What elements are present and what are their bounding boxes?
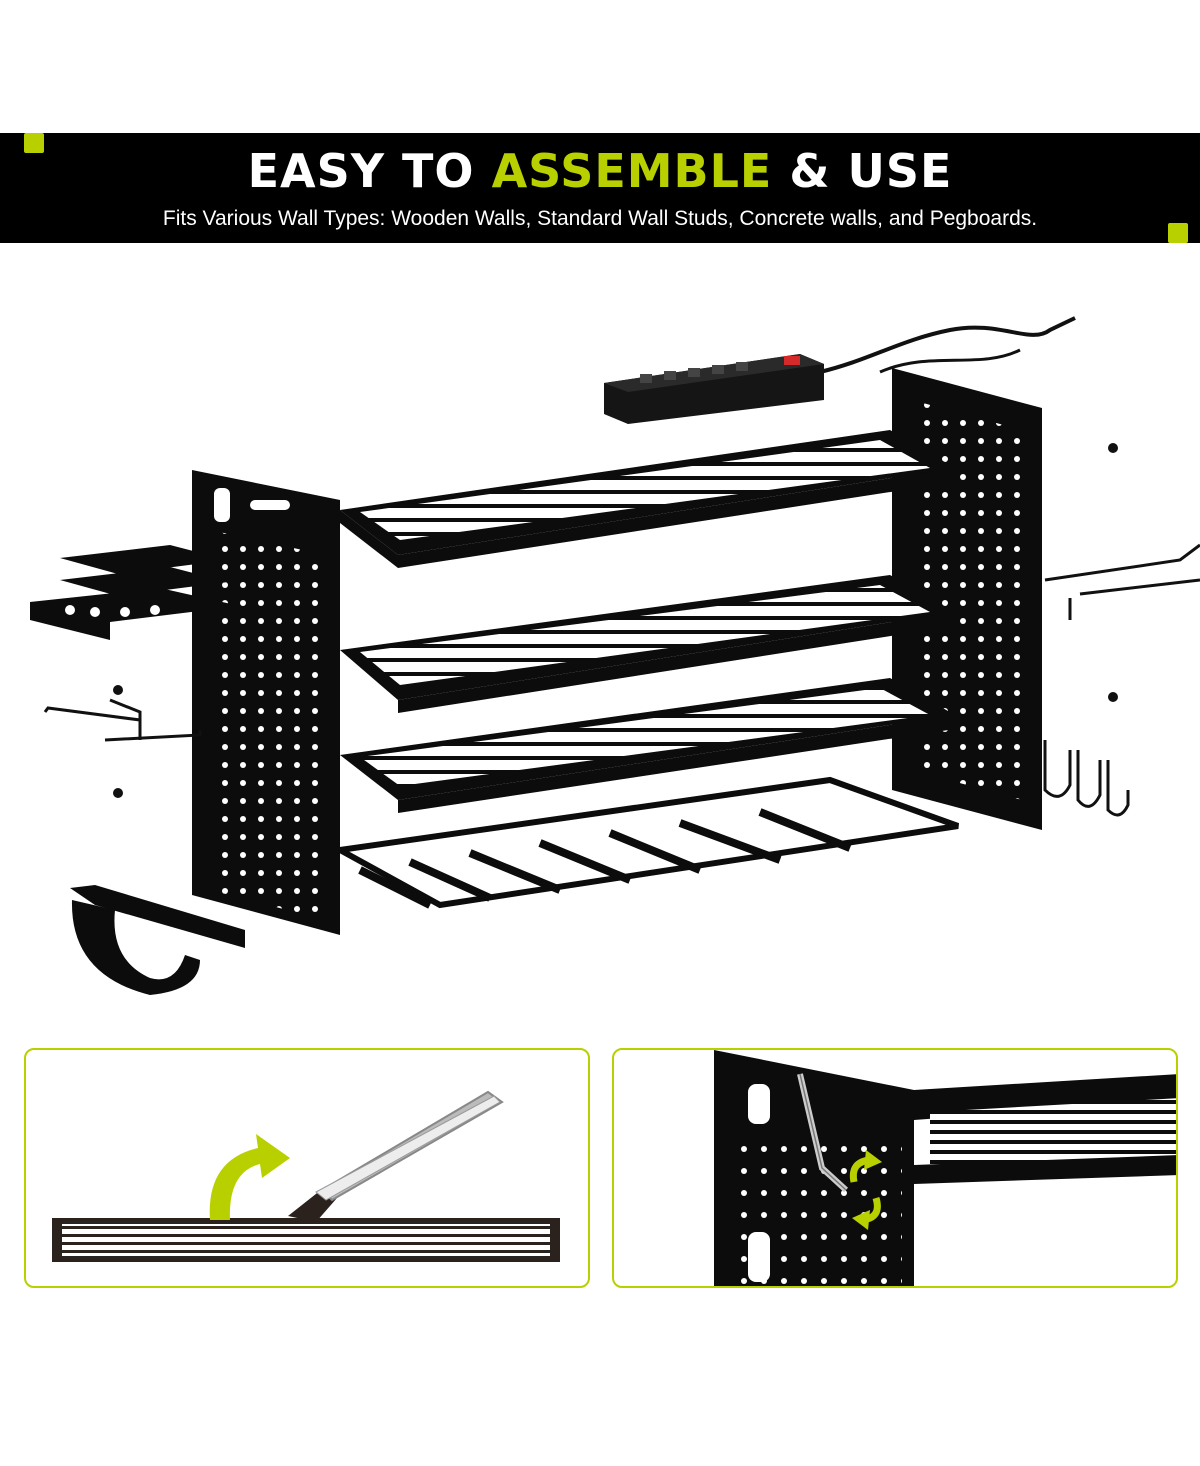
header-banner [0, 133, 1200, 243]
title-highlight: ASSEMBLE [491, 144, 773, 198]
page-title: EASY TO ASSEMBLE & USE [0, 143, 1200, 199]
drill-bracket [70, 885, 245, 995]
accent-square-top-left [24, 133, 44, 153]
title-part-1: EASY TO [247, 144, 492, 198]
fold-shelf-panel [24, 1048, 590, 1288]
left-pegboard-panel [192, 470, 340, 935]
hook-icon [43, 698, 202, 742]
curved-arrow-icon [209, 1134, 290, 1220]
title-part-2: & USE [772, 144, 953, 198]
allen-key-illustration [714, 1050, 1176, 1286]
lower-shelf [340, 678, 955, 813]
drill-holder-rack [330, 776, 960, 909]
right-hooks [1043, 543, 1200, 817]
middle-shelf [340, 575, 955, 713]
rotate-icon [849, 1150, 882, 1230]
fold-shelf-illustration [52, 1090, 560, 1262]
exploded-shelf-illustration [30, 316, 1200, 995]
top-shelf [340, 430, 955, 568]
accent-square-bottom-right [1168, 223, 1188, 243]
allen-key-panel [612, 1048, 1178, 1288]
power-strip-icon [604, 316, 1076, 424]
page-subtitle: Fits Various Wall Types: Wooden Walls, S… [162, 207, 1038, 230]
tool-tray [30, 545, 240, 640]
screw-icon [113, 443, 1118, 798]
